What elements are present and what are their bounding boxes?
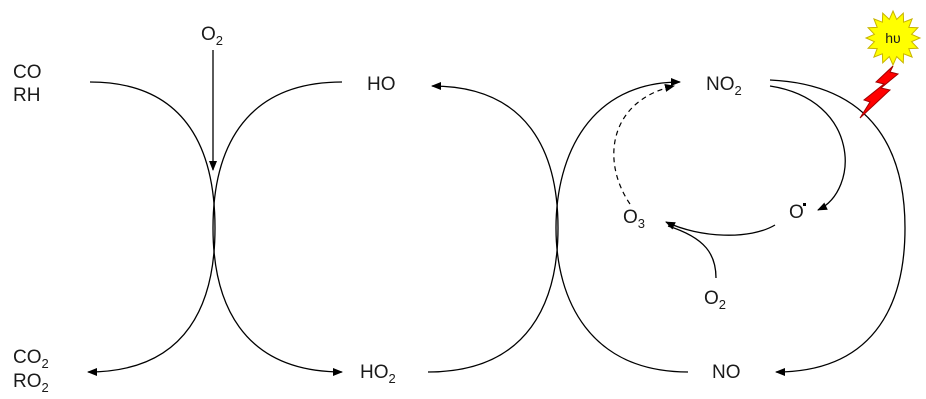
arc-o3-to-no2-dashed [613, 84, 675, 205]
arc-no2-to-o-radical [769, 85, 846, 211]
label-co2: CO2 [13, 347, 49, 371]
label-no2: NO2 [706, 74, 742, 98]
label-o2-bottom: O2 [704, 288, 726, 312]
arc-no-to-no2 [555, 78, 689, 373]
arc-o2-to-o3 [667, 225, 717, 279]
arc-ho-to-ho2 [212, 81, 343, 376]
lightning-bolt-icon [859, 65, 900, 119]
label-rh: RH [13, 85, 40, 106]
label-ho: HO [367, 74, 396, 95]
label-ho2: HO2 [360, 362, 396, 386]
label-no: NO [712, 362, 741, 383]
label-co: CO [13, 62, 42, 83]
hv-label: hυ [885, 30, 900, 46]
arc-o-radical-to-o3 [665, 221, 776, 236]
label-ro2: RO2 [13, 371, 49, 395]
label-o2-top: O2 [201, 24, 223, 48]
arc-no2-to-no [769, 79, 906, 376]
label-o3: O3 [623, 207, 645, 231]
radical-dot [803, 203, 806, 206]
arc-ho2-to-ho [427, 82, 559, 373]
label-o-radical: O [789, 202, 804, 223]
arc-co-to-co2 [87, 81, 216, 376]
sun-icon: hυ [864, 9, 922, 67]
